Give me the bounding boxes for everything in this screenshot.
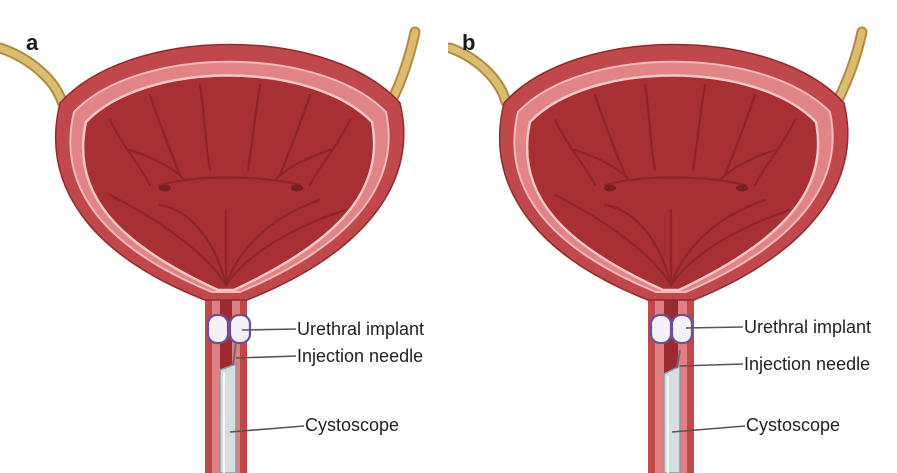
- panel-label-a: a: [26, 30, 38, 56]
- label-injection-needle-b: Injection needle: [744, 354, 870, 374]
- panel-b: b Urethral implant Injection needle Cyst…: [448, 0, 896, 473]
- panel-label-b: b: [462, 30, 475, 56]
- urethral-implant-left-b: [651, 315, 671, 343]
- label-urethral-implant-a: Urethral implant: [297, 319, 424, 339]
- ureter-right: [392, 32, 415, 100]
- ureteric-orifice-right-a: [291, 185, 303, 192]
- leader-implant-b: [686, 327, 743, 328]
- bladder-diagram-b: [448, 0, 896, 473]
- cystoscope-a: [220, 364, 236, 473]
- cystoscope-b: [664, 366, 680, 473]
- ureteric-orifice-left-b: [604, 185, 616, 192]
- ureter-right: [838, 32, 862, 100]
- label-cystoscope-b: Cystoscope: [746, 415, 840, 435]
- urethral-implant-right-a: [230, 315, 250, 343]
- label-urethral-implant-b: Urethral implant: [744, 317, 871, 337]
- urethral-implant-right-b: [672, 315, 692, 343]
- urethral-implant-left-a: [208, 315, 228, 343]
- label-injection-needle-a: Injection needle: [297, 346, 423, 366]
- ureter-left: [0, 48, 62, 102]
- ureteric-orifice-right-b: [736, 185, 748, 192]
- leader-implant-a: [242, 329, 296, 330]
- ureter-left: [450, 48, 506, 102]
- ureteric-orifice-left-a: [159, 185, 171, 192]
- panel-a: a Urethral implant Injection needle Cyst…: [0, 0, 448, 473]
- label-cystoscope-a: Cystoscope: [305, 415, 399, 435]
- bladder-diagram-a: [0, 0, 448, 473]
